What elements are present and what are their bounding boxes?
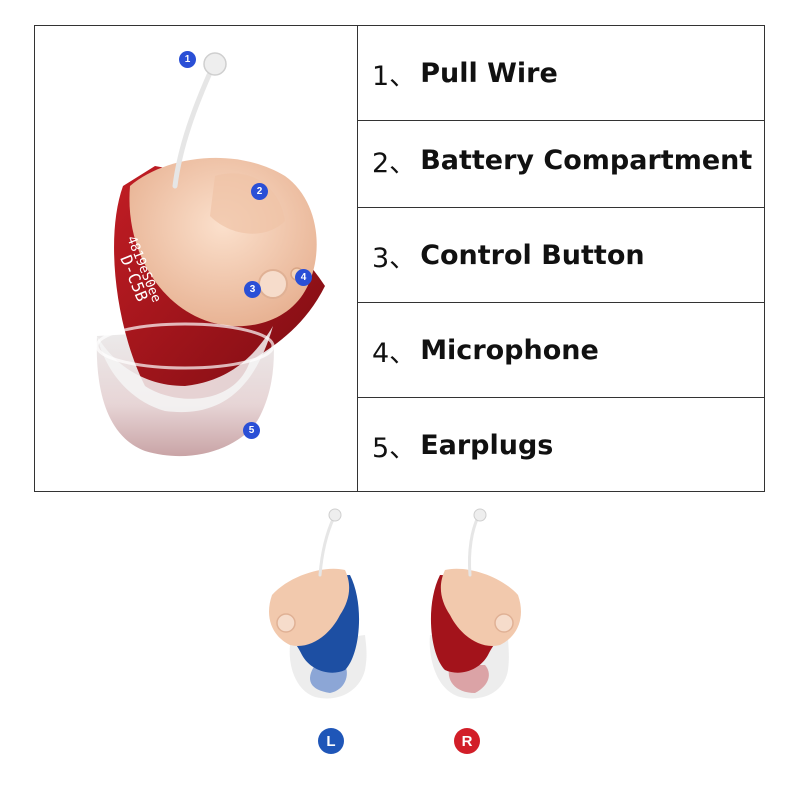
parts-list: 1、 Pull Wire 2、 Battery Compartment 3、 C… (358, 26, 764, 491)
part-number: 3、 (372, 242, 417, 274)
callout-5: 5 (243, 422, 260, 439)
part-label: Battery Compartment (420, 144, 753, 176)
hearing-aid-diagram: 4819eS0ee D-C5B 1 2 3 4 5 (35, 26, 358, 491)
callout-1: 1 (179, 51, 196, 68)
callout-3: 3 (244, 281, 261, 298)
part-row-earplugs: 5、 Earplugs (358, 398, 764, 493)
part-label: Microphone (420, 334, 599, 366)
hearing-aid-illustration: 4819eS0ee D-C5B (95, 52, 325, 457)
part-row-microphone: 4、 Microphone (358, 303, 764, 398)
left-side-badge: L (318, 728, 344, 754)
part-number: 2、 (372, 147, 417, 179)
part-label: Pull Wire (420, 57, 558, 89)
pull-wire (172, 63, 216, 189)
parts-table: 4819eS0ee D-C5B 1 2 3 4 5 1、 Pull Wire 2… (34, 25, 765, 492)
right-side-badge: R (454, 728, 480, 754)
callout-2: 2 (251, 183, 268, 200)
left-hearing-aid (269, 508, 367, 699)
part-row-pull-wire: 1、 Pull Wire (358, 26, 764, 121)
part-row-battery-compartment: 2、 Battery Compartment (358, 113, 764, 208)
part-row-control-button: 3、 Control Button (358, 208, 764, 303)
control-button (258, 269, 288, 299)
callout-4: 4 (295, 269, 312, 286)
part-number: 1、 (372, 60, 417, 92)
part-number: 5、 (372, 433, 417, 464)
part-number: 4、 (372, 337, 417, 369)
part-label: Control Button (420, 239, 645, 271)
part-label: Earplugs (420, 430, 554, 461)
right-hearing-aid (429, 508, 521, 699)
